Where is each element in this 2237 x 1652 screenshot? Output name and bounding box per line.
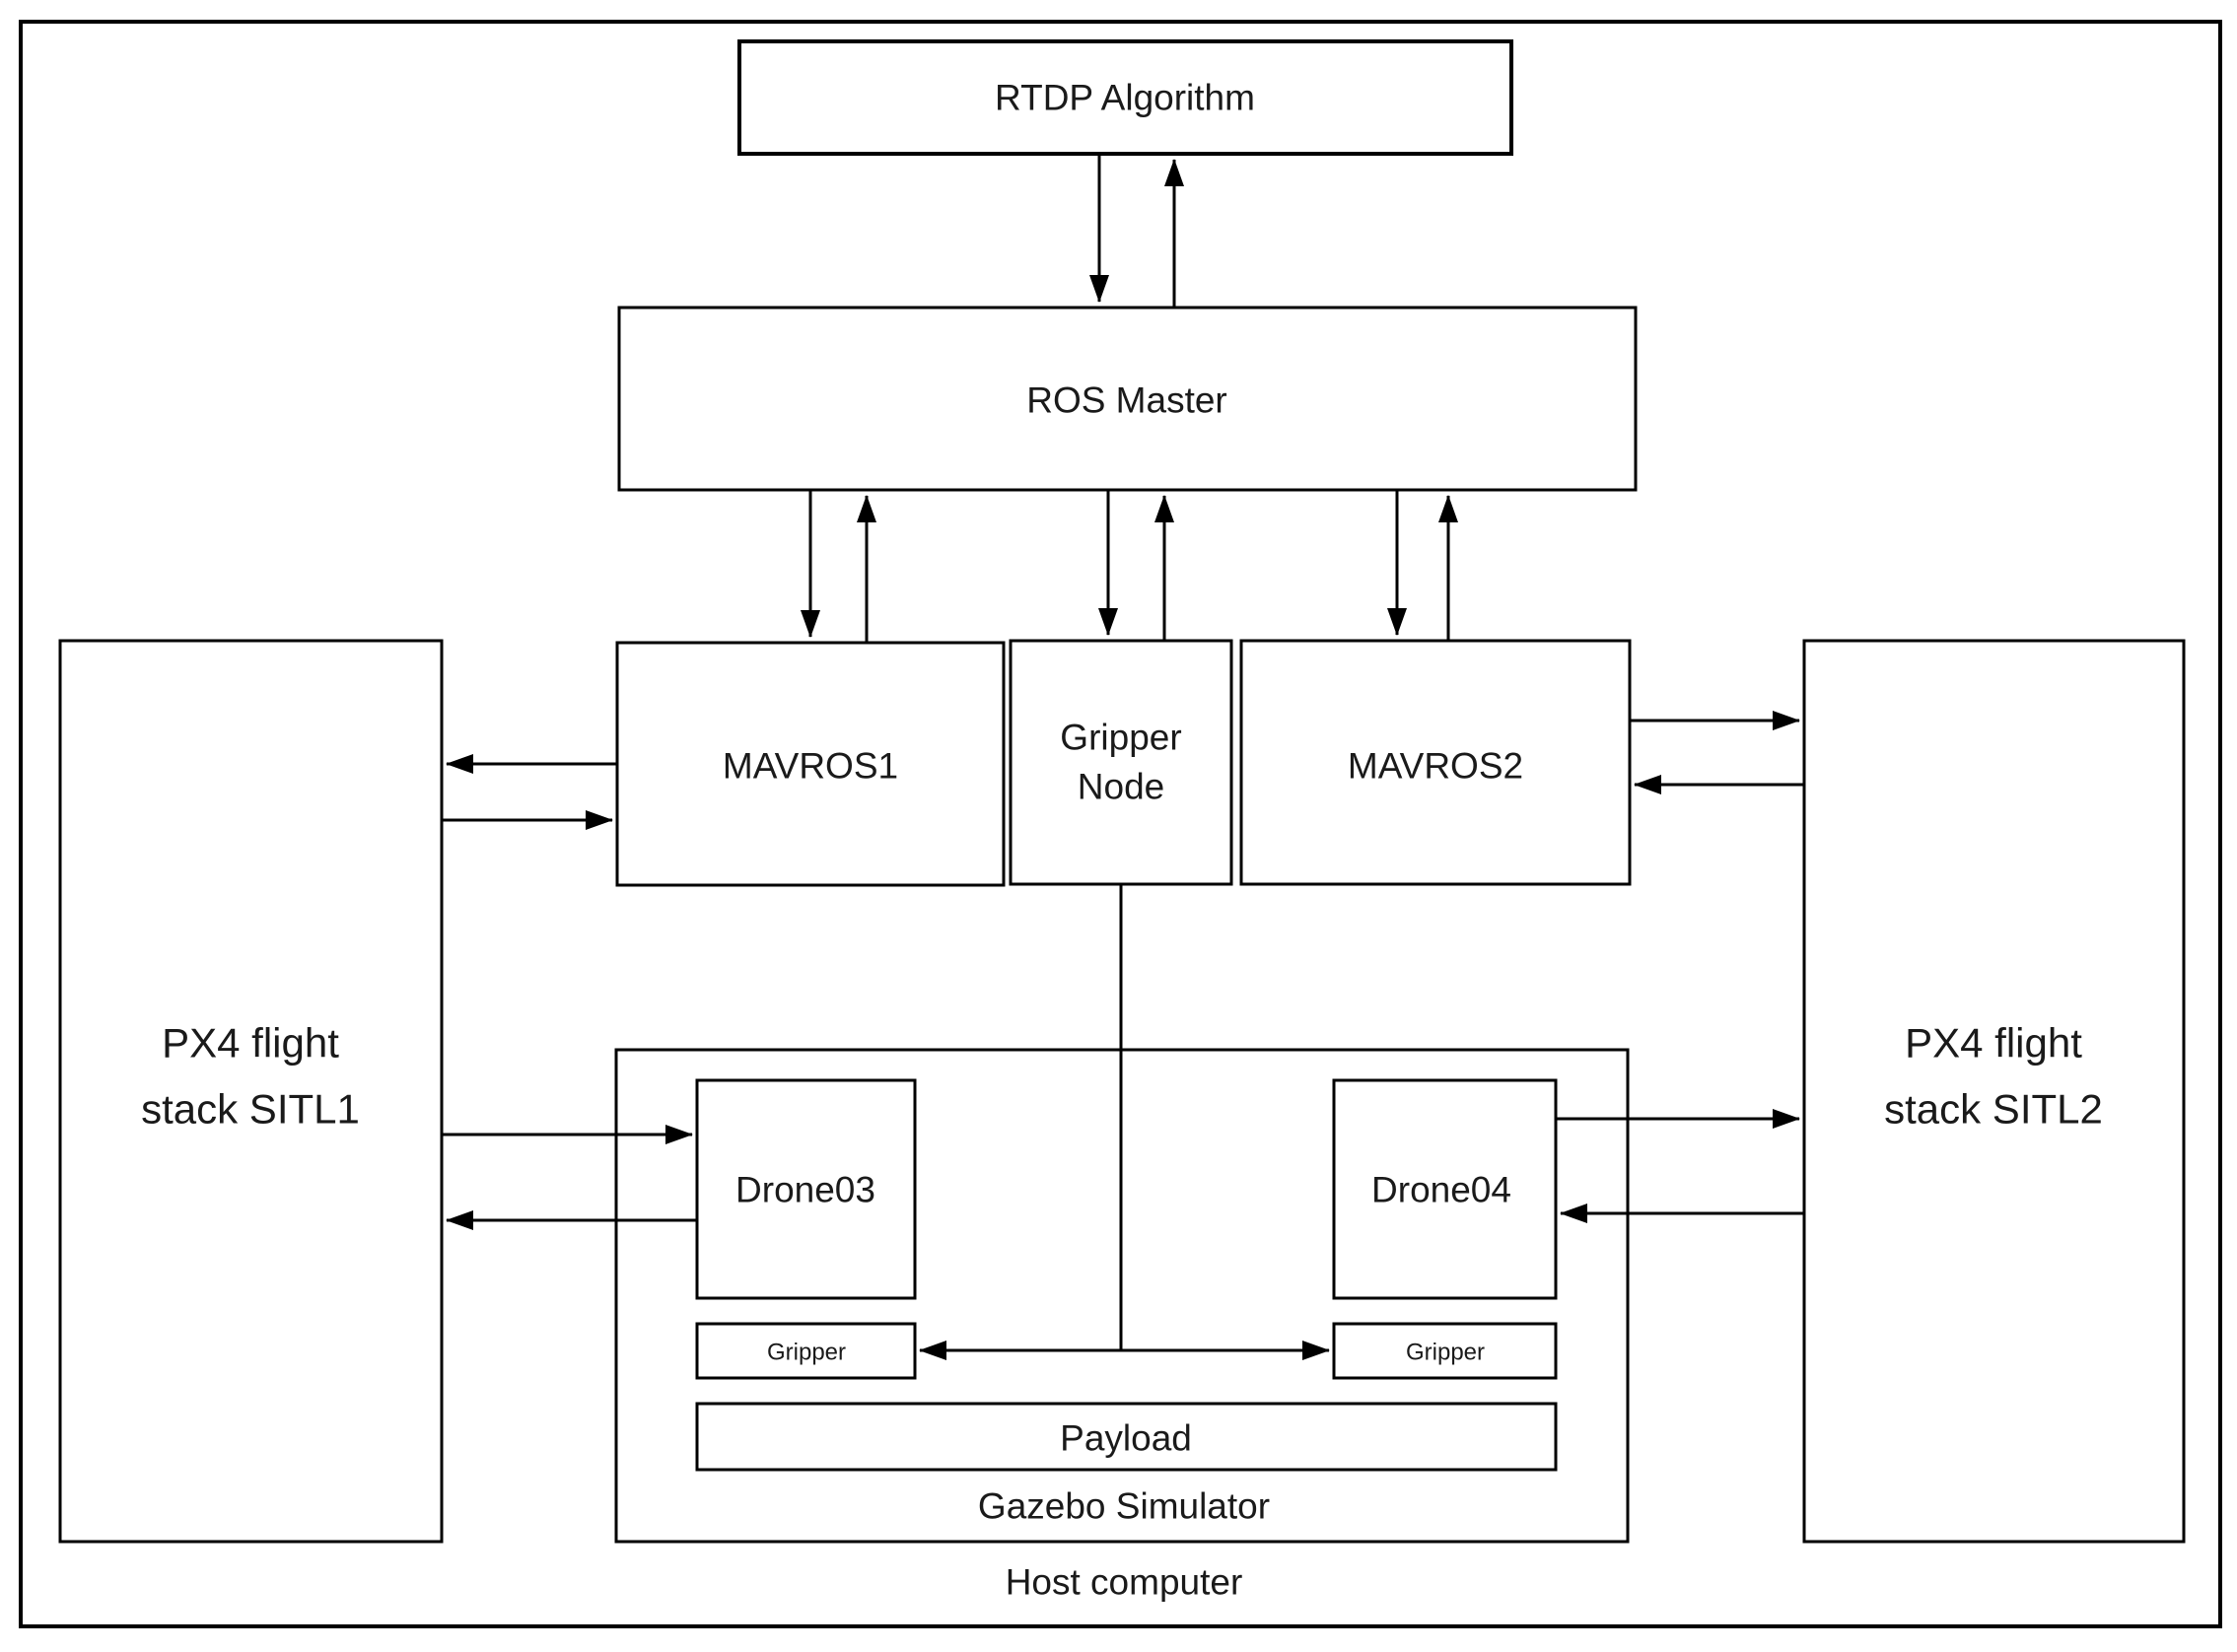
label-px4-sitl2-line2: stack SITL2: [1884, 1086, 2103, 1133]
box-gripper-left: [695, 1322, 917, 1380]
box-drone03: [695, 1078, 917, 1300]
box-px4-flight-stack-sitl1: [58, 639, 444, 1544]
box-gripper-node: [1009, 639, 1233, 886]
label-drone04: Drone04: [1371, 1170, 1511, 1210]
label-mavros2: MAVROS2: [1348, 746, 1523, 787]
label-gripper-right: Gripper: [1406, 1340, 1485, 1366]
label-gripper-left: Gripper: [767, 1340, 846, 1366]
label-px4-sitl1-line1: PX4 flight: [162, 1020, 339, 1067]
label-mavros1: MAVROS1: [723, 746, 898, 787]
box-px4-flight-stack-sitl2: [1802, 639, 2186, 1544]
box-mavros2: [1239, 639, 1632, 886]
label-px4-sitl2-line1: PX4 flight: [1905, 1020, 2082, 1067]
label-host-computer: Host computer: [1006, 1562, 1243, 1603]
label-gazebo-simulator: Gazebo Simulator: [978, 1486, 1270, 1527]
label-ros-master: ROS Master: [1026, 380, 1227, 421]
label-rtdp-algorithm: RTDP Algorithm: [995, 78, 1255, 118]
box-rtdp-algorithm: [737, 39, 1513, 156]
label-payload: Payload: [1060, 1418, 1192, 1459]
box-payload: [695, 1402, 1558, 1472]
box-drone04: [1332, 1078, 1558, 1300]
box-gripper-right: [1332, 1322, 1558, 1380]
label-drone03: Drone03: [735, 1170, 875, 1210]
label-px4-sitl1-line2: stack SITL1: [141, 1086, 360, 1133]
label-gripper-node-line2: Node: [1078, 767, 1164, 807]
box-mavros1: [615, 641, 1006, 887]
label-gripper-node-line1: Gripper: [1060, 718, 1181, 758]
box-ros-master: [617, 306, 1638, 492]
